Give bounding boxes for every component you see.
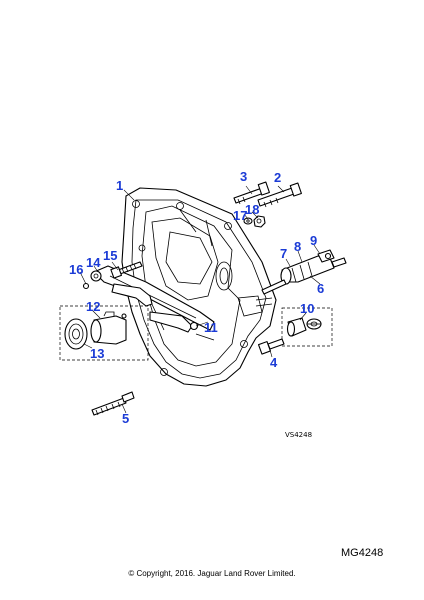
bolt-2 [257,182,302,208]
callout-2: 2 [274,170,281,185]
callout-6: 6 [317,281,324,296]
bearing-group-box [59,305,149,361]
callout-18: 18 [245,202,259,217]
nut-18 [253,215,266,228]
stud-5 [91,391,135,416]
leader-lines [79,185,321,414]
callout-4: 4 [270,355,278,370]
callout-9: 9 [310,233,317,248]
fork-ball [82,282,90,290]
callout-7: 7 [280,246,287,261]
callout-17: 17 [233,208,247,223]
callout-5: 5 [122,411,129,426]
callout-10: 10 [300,301,314,316]
callout-14: 14 [86,255,101,270]
callout-8: 8 [294,239,301,254]
slave-boot [286,317,322,337]
callout-3: 3 [240,169,247,184]
callout-labels: 1 2 3 4 5 6 7 8 9 10 11 12 13 14 15 16 1… [69,169,324,426]
bolt-3 [233,181,270,205]
callout-11: 11 [204,320,218,335]
pushrod [261,279,287,295]
bolt-4 [257,338,285,355]
callout-1: 1 [116,178,123,193]
pivot-stud [110,261,143,279]
callout-12: 12 [86,299,100,314]
callout-15: 15 [103,248,117,263]
callout-16: 16 [69,262,83,277]
copyright-notice: © Copyright, 2016. Jaguar Land Rover Lim… [128,569,295,578]
washer-17 [243,217,253,225]
slave-cylinder [280,249,347,285]
release-fork [82,265,215,333]
figure-id: MG4248 [341,547,383,559]
boot-group-box [281,307,333,347]
release-bearing [64,311,127,350]
drawing-code: VS4248 [285,431,312,439]
callout-13: 13 [90,346,104,361]
